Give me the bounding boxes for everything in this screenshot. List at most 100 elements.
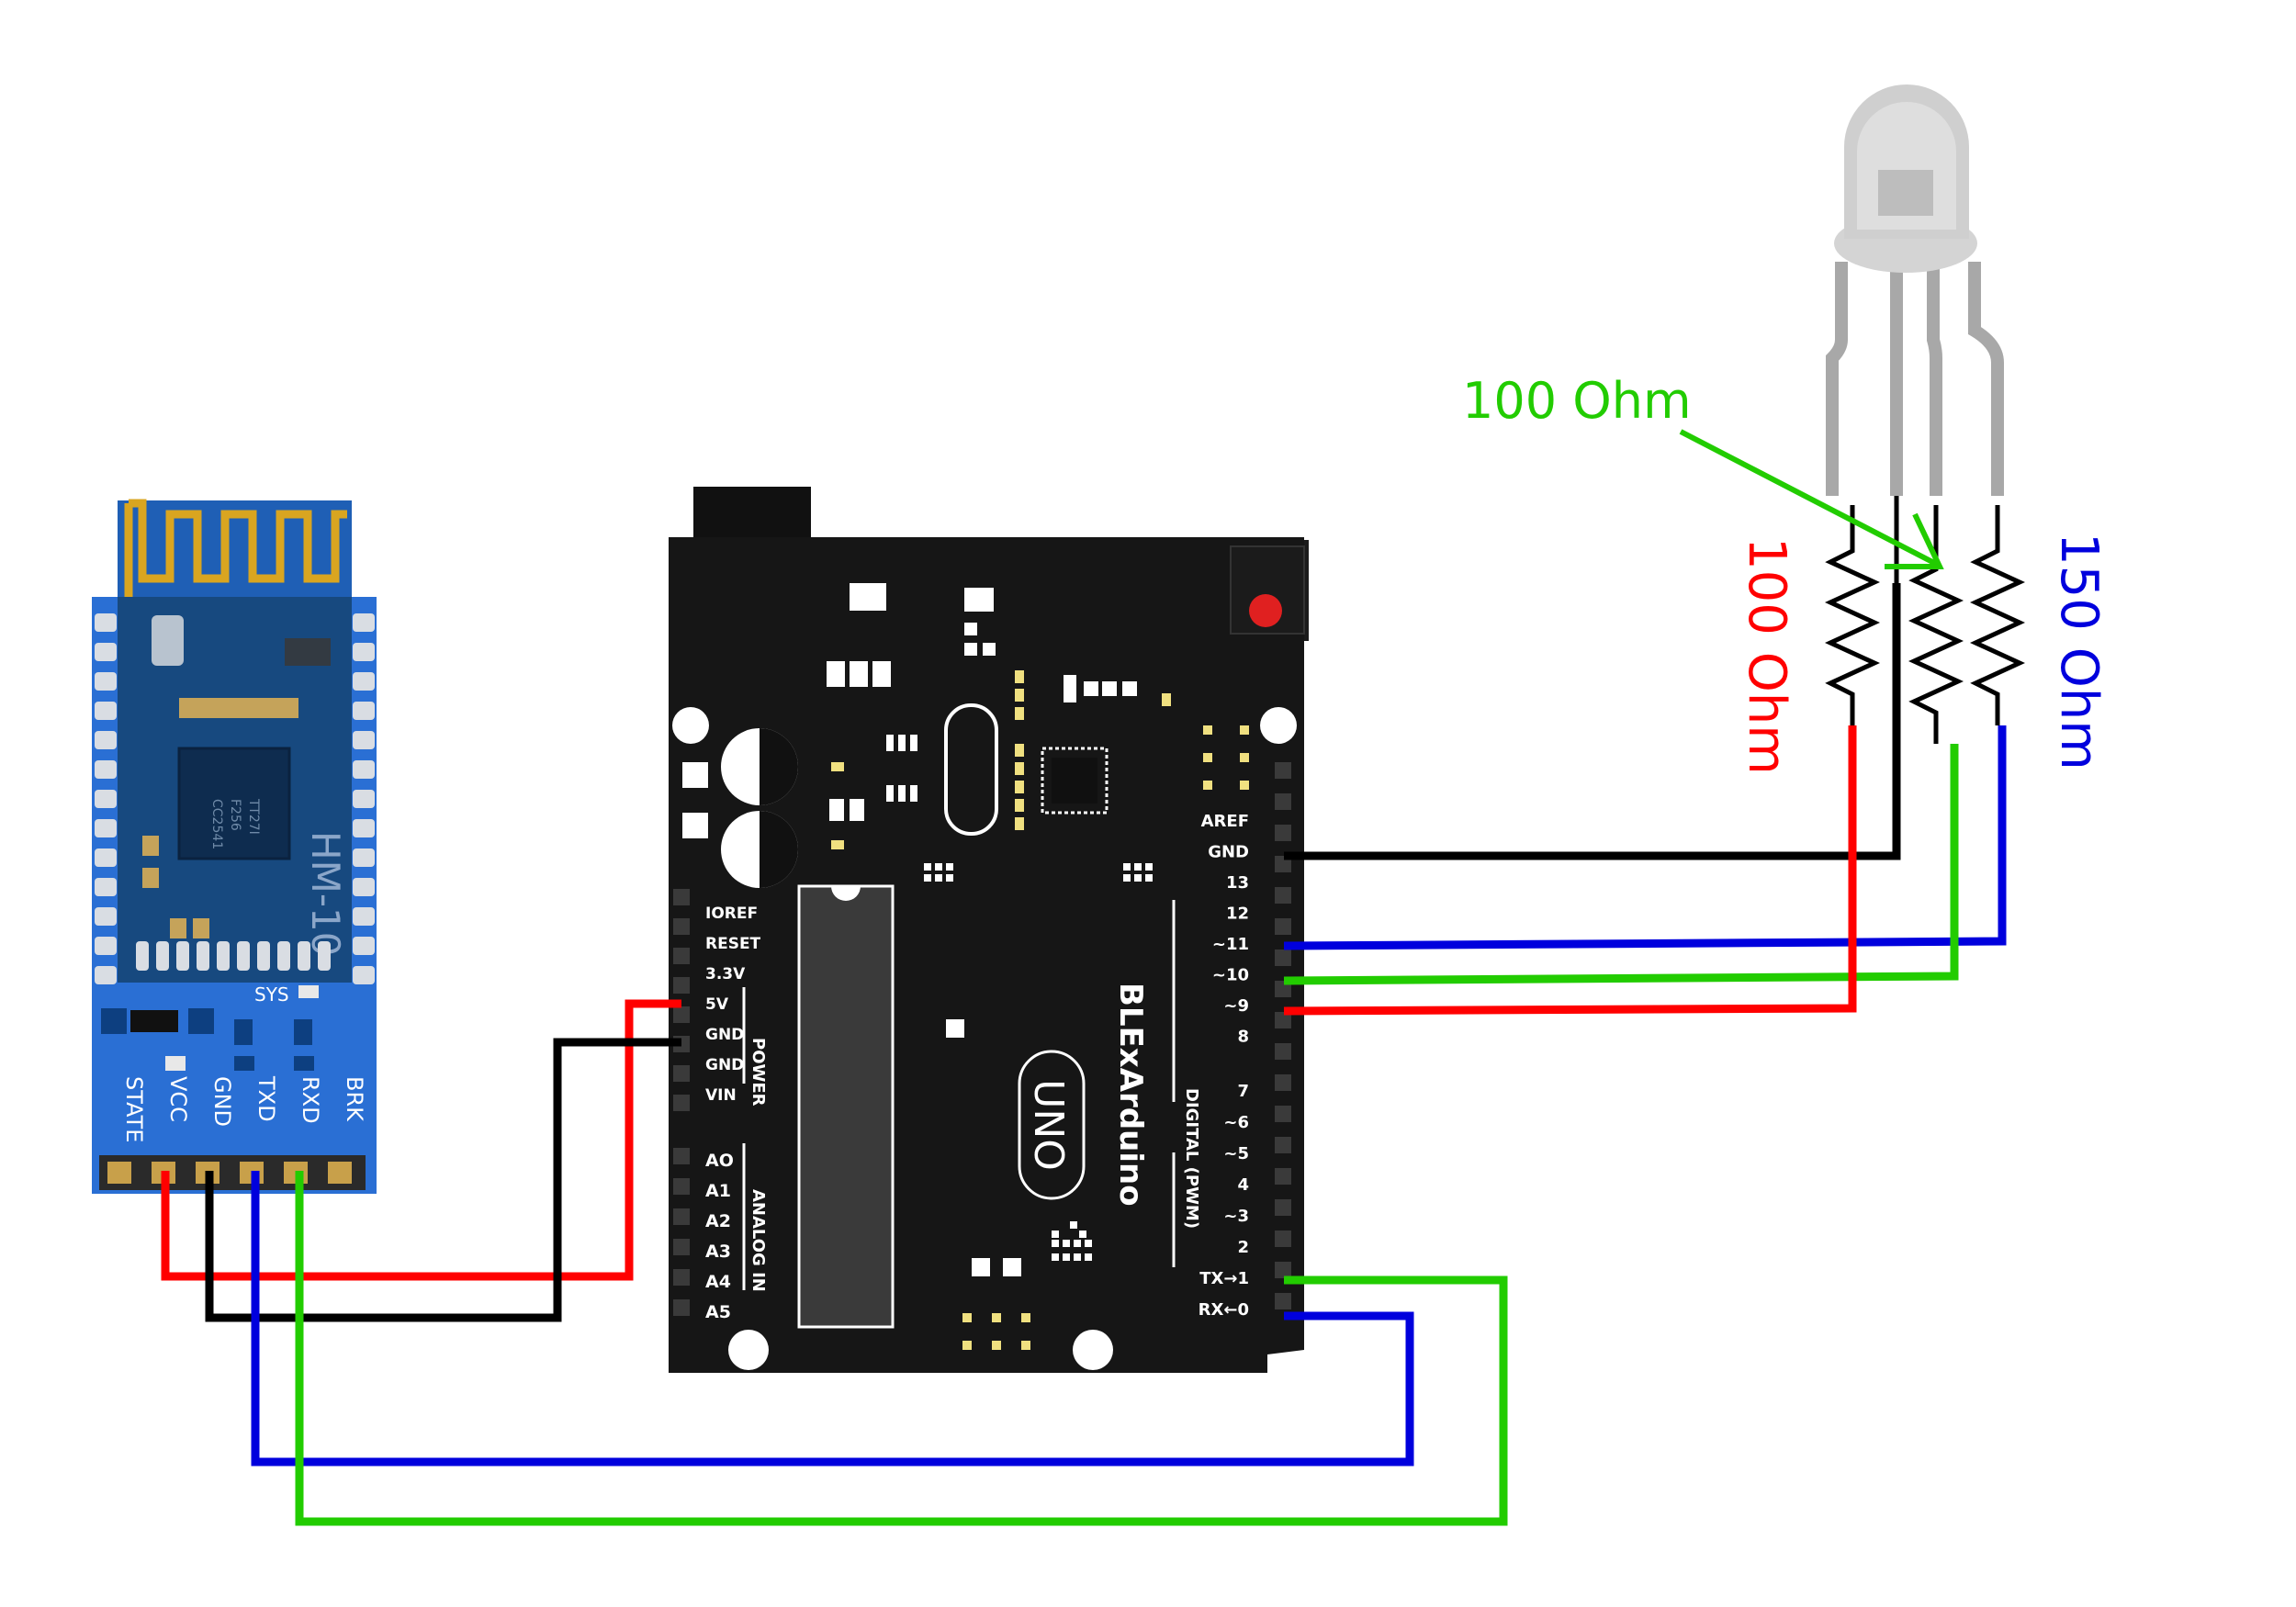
- uno-logo-frame: [1018, 1050, 1086, 1200]
- digital-pin-label: ~3: [1223, 1207, 1249, 1226]
- hm10-ic-small: [285, 638, 331, 666]
- digital-pin-label: 2: [1237, 1238, 1249, 1257]
- digital-header-pin[interactable]: [1275, 1231, 1291, 1247]
- digital-pin-label: 4: [1237, 1175, 1249, 1195]
- digital-pin-label: 7: [1237, 1082, 1249, 1101]
- analog-header-pin[interactable]: [673, 1178, 690, 1195]
- board-edge: [1047, 639, 1304, 674]
- hm10-bottom-pad: [197, 941, 209, 971]
- digital-pin-label: GND: [1208, 843, 1249, 862]
- digital-pin-label: ~5: [1223, 1144, 1249, 1163]
- hm10-led: [165, 1056, 186, 1071]
- hm10-side-pad: [353, 878, 375, 896]
- hm10-side-pad: [353, 790, 375, 808]
- resistor-green: [1908, 505, 1964, 744]
- power-pin-label: RESET: [705, 935, 761, 953]
- power-header-pin[interactable]: [673, 889, 690, 905]
- digital-header-pin[interactable]: [1275, 1106, 1291, 1122]
- digital-header-pin[interactable]: [1275, 1074, 1291, 1091]
- hm10-pad-b: [188, 1008, 214, 1034]
- hm10-side-pad: [353, 643, 375, 661]
- label-green-resistor: 100 Ohm: [1462, 372, 1692, 430]
- wires: [161, 583, 2007, 1526]
- power-pin-label: IOREF: [705, 905, 758, 923]
- digital-header-pin[interactable]: [1275, 762, 1291, 779]
- hm10-side-pad: [95, 702, 117, 720]
- hm10-pin-label: GND: [209, 1076, 235, 1127]
- power-section-label: POWER: [748, 1038, 768, 1107]
- hm10-pin-header: [99, 1155, 366, 1190]
- power-header-pin[interactable]: [673, 977, 690, 994]
- digital-header-pin[interactable]: [1275, 825, 1291, 841]
- analog-header-pin[interactable]: [673, 1148, 690, 1164]
- digital-header-pin[interactable]: [1275, 950, 1291, 966]
- digital-header-pin[interactable]: [1275, 1293, 1291, 1309]
- digital-pin-label: AREF: [1201, 812, 1249, 831]
- mount-hole-1: [672, 707, 709, 744]
- hm10-side-pad: [95, 760, 117, 779]
- digital-header-pin[interactable]: [1275, 887, 1291, 904]
- smd-1: [142, 836, 159, 856]
- digital-header-pin[interactable]: [1275, 1199, 1291, 1216]
- digital-header-pin[interactable]: [1275, 793, 1291, 810]
- hm10-bottom-pad: [257, 941, 270, 971]
- led-leg-green: [1927, 262, 1942, 496]
- digital-header-pin[interactable]: [1275, 1262, 1291, 1278]
- digital-header-pin[interactable]: [1275, 1043, 1291, 1060]
- hm10-side-pad: [95, 907, 117, 926]
- digital-pin-label: TX→1: [1199, 1269, 1249, 1288]
- usb-chip: [1041, 747, 1109, 815]
- hm10-bottom-pad: [136, 941, 149, 971]
- hm10-pin-label: RXD: [298, 1076, 323, 1124]
- analog-header-pin[interactable]: [673, 1269, 690, 1286]
- digital-header-pin[interactable]: [1275, 981, 1291, 997]
- digital-header-pin[interactable]: [1275, 1168, 1291, 1185]
- hm10-side-pad: [353, 848, 375, 867]
- resistors: [1824, 496, 2026, 744]
- digital-pin-label: ~10: [1212, 966, 1249, 985]
- hm10-bottom-pad: [277, 941, 290, 971]
- hm10-side-pad: [95, 819, 117, 837]
- atmega-chip: [797, 884, 895, 1329]
- hm10-bottom-pads: [136, 941, 331, 971]
- wire-pin9-red: [1283, 725, 1857, 1016]
- digital-header-pin[interactable]: [1275, 1012, 1291, 1028]
- hm10-pin[interactable]: [107, 1162, 131, 1184]
- sys-label: SYS: [254, 983, 289, 1006]
- analog-header-pin[interactable]: [673, 1299, 690, 1316]
- usb-chip-die: [1052, 758, 1097, 804]
- mount-hole-4: [1260, 707, 1297, 744]
- analog-header: [673, 1148, 690, 1316]
- hm10-pin[interactable]: [328, 1162, 352, 1184]
- power-header-pin[interactable]: [673, 918, 690, 935]
- hm10-side-pad: [353, 760, 375, 779]
- chip-text-1: CC2541: [209, 799, 224, 849]
- hm10-side-pad: [95, 672, 117, 691]
- digital-pin-label: ~6: [1223, 1113, 1249, 1132]
- digital-header-pin[interactable]: [1275, 1137, 1291, 1153]
- analog-pin-label: A3: [705, 1242, 731, 1262]
- led-die: [1878, 170, 1933, 216]
- power-header-pin[interactable]: [673, 1006, 690, 1023]
- hm10-side-pad: [353, 819, 375, 837]
- hm10-side-pad: [353, 672, 375, 691]
- smd-leds: [831, 670, 1249, 1350]
- wire-pin10-green: [1283, 744, 1959, 985]
- power-pin-label: VIN: [705, 1086, 737, 1105]
- digital-pin-label: ~9: [1223, 996, 1249, 1016]
- power-pin-label: GND: [705, 1056, 744, 1074]
- power-header-pin[interactable]: [673, 948, 690, 964]
- analog-header-pin[interactable]: [673, 1208, 690, 1225]
- hm10-side-pad: [353, 613, 375, 632]
- green-label-pointer: [1679, 429, 1940, 568]
- mount-hole-3: [1073, 1330, 1113, 1370]
- power-header-pin[interactable]: [673, 1095, 690, 1111]
- hm10-pad-f: [294, 1056, 314, 1071]
- analog-header-pin[interactable]: [673, 1239, 690, 1255]
- reset-button[interactable]: [1249, 594, 1282, 627]
- digital-pin-label: 8: [1237, 1028, 1249, 1047]
- digital-header-pin[interactable]: [1275, 918, 1291, 935]
- hm10-bottom-pad: [217, 941, 230, 971]
- power-header-pin[interactable]: [673, 1065, 690, 1082]
